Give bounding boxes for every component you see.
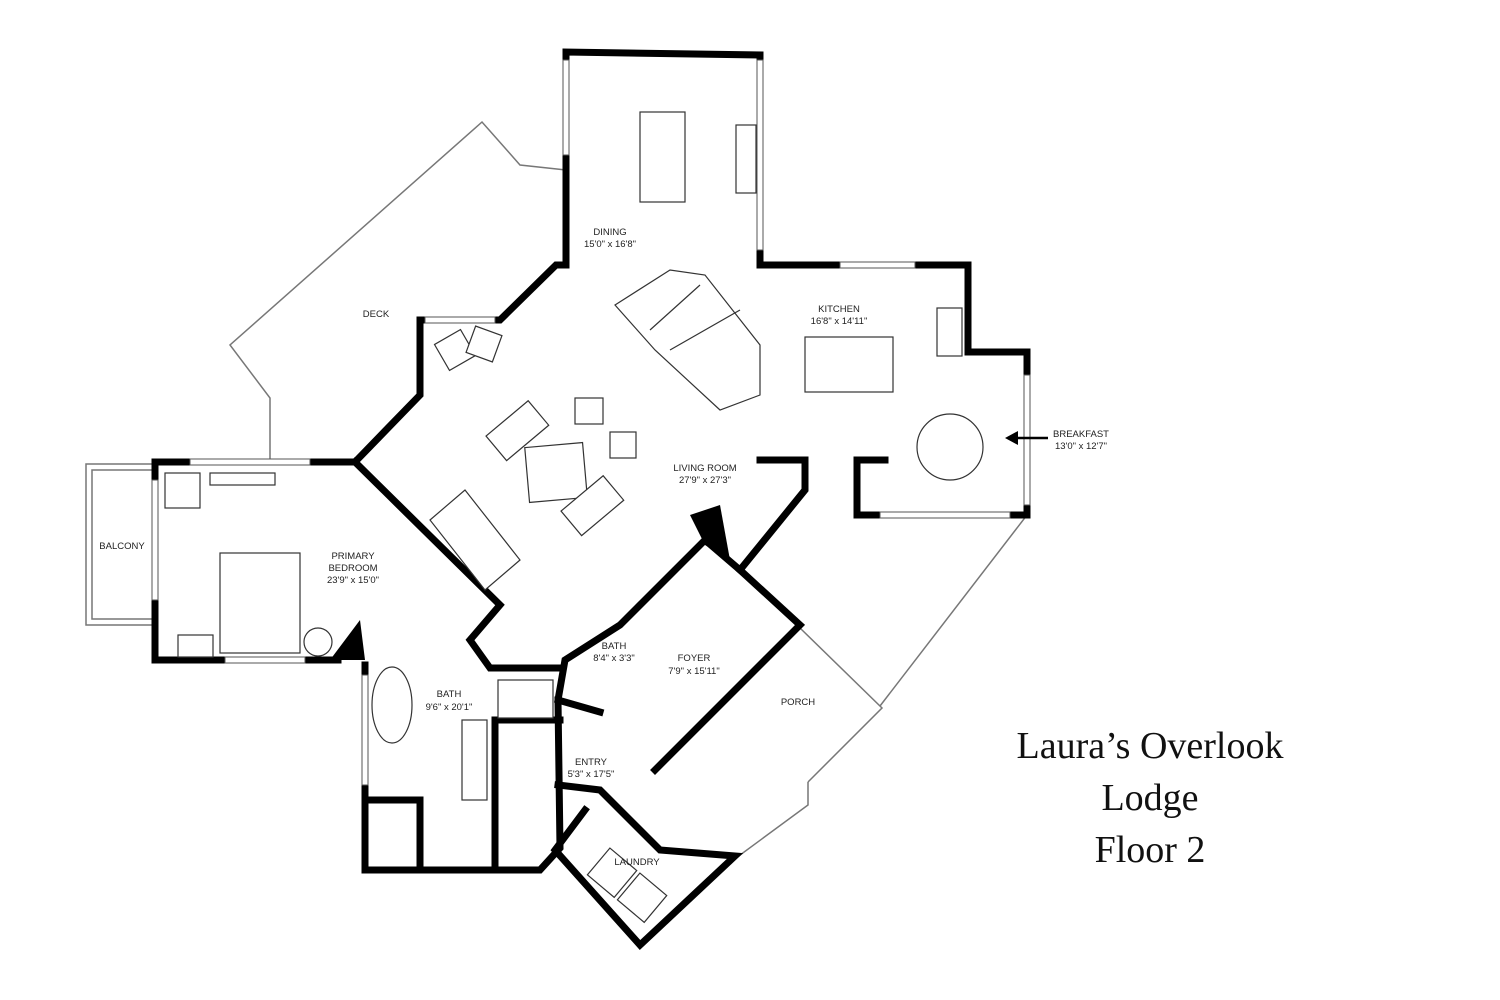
living-furniture	[429, 325, 637, 591]
main-bath-label: BATH	[437, 689, 462, 700]
breakfast-label: BREAKFAST	[1053, 429, 1109, 440]
plan-title-line-3: Floor 2	[1094, 829, 1206, 871]
main-bath-dims: 9'6" x 20'1"	[426, 702, 473, 713]
dining-dims: 15'0" x 16'8"	[584, 239, 636, 250]
primary-bedroom-dims: 23'9" x 15'0"	[327, 575, 379, 586]
balcony-label: BALCONY	[99, 541, 145, 552]
primary-bedroom-label-1: PRIMARY	[331, 551, 375, 562]
living-room-dims: 27'9" x 27'3"	[679, 475, 731, 486]
foyer-label: FOYER	[678, 653, 711, 664]
plan-title-line-2: Lodge	[1101, 777, 1199, 819]
porch-label: PORCH	[781, 697, 815, 708]
small-bath-label: BATH	[602, 641, 627, 652]
laundry-label: LAUNDRY	[614, 857, 660, 868]
dining-label: DINING	[593, 227, 626, 238]
dining-table	[639, 111, 757, 203]
deck-label: DECK	[363, 309, 390, 320]
walls	[151, 48, 1031, 951]
entry-dims: 5'3" x 17'5"	[568, 769, 615, 780]
deck-outline	[228, 120, 567, 462]
staircase	[614, 269, 761, 411]
kitchen-island	[804, 307, 963, 393]
kitchen-label: KITCHEN	[818, 304, 860, 315]
kitchen-dims: 16'8" x 14'11"	[811, 316, 868, 327]
windows	[151, 59, 1031, 786]
balcony-outline	[85, 463, 155, 626]
living-room-label: LIVING ROOM	[673, 463, 736, 474]
entry-label: ENTRY	[575, 757, 608, 768]
breakfast-dims: 13'0" x 12'7"	[1055, 441, 1107, 452]
primary-bedroom-label-2: BEDROOM	[328, 563, 377, 574]
plan-title-line-1: Laura’s Overlook	[1016, 725, 1284, 767]
foyer-dims: 7'9" x 15'11"	[668, 666, 719, 677]
breakfast-table	[916, 413, 984, 481]
laundry-appliances	[586, 847, 668, 924]
bed	[164, 472, 333, 658]
breakfast-arrow-icon	[1005, 431, 1048, 445]
small-bath-dims: 8'4" x 3'3"	[593, 653, 635, 664]
bathtub	[371, 666, 554, 801]
